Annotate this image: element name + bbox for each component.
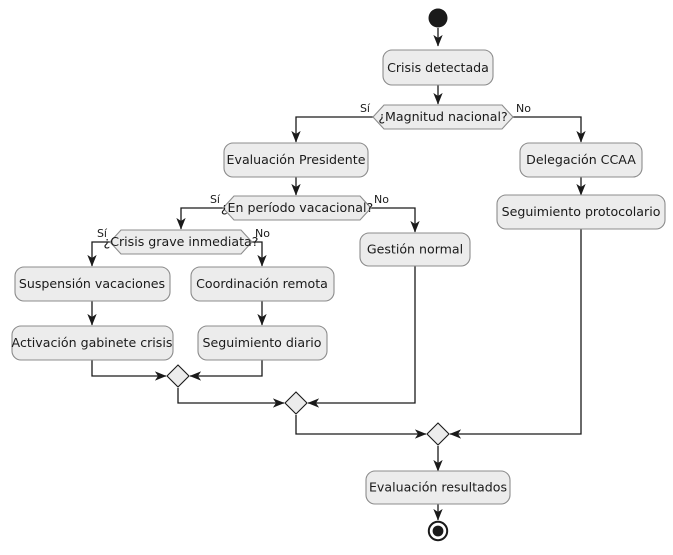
edge-magnitud-si-to-evaluacion: [291, 116, 373, 143]
merge-node-3: [426, 422, 450, 446]
merge-node-1: [166, 364, 190, 388]
action-crisis-detectada[interactable]: Crisis detectada: [382, 49, 494, 86]
edge-activacion-to-merge1: [91, 359, 167, 381]
action-label: Activación gabinete crisis: [12, 335, 173, 350]
action-label: Evaluación Presidente: [227, 152, 366, 167]
action-label: Seguimiento diario: [203, 335, 322, 350]
edge-label-grave-si: Sí: [97, 227, 108, 240]
action-delegacion-ccaa[interactable]: Delegación CCAA: [519, 142, 643, 178]
final-node: [427, 520, 449, 542]
action-coordinacion-remota[interactable]: Coordinación remota: [190, 266, 335, 302]
edge-label-vacacional-si: Sí: [210, 193, 221, 206]
action-seguimiento-protocolario[interactable]: Seguimiento protocolario: [496, 194, 666, 230]
edge-label-vacacional-no: No: [374, 193, 389, 206]
edge-label-grave-no: No: [255, 227, 270, 240]
action-seguimiento-diario[interactable]: Seguimiento diario: [197, 325, 328, 361]
action-evaluacion-presidente[interactable]: Evaluación Presidente: [223, 142, 369, 178]
action-label: Suspensión vacaciones: [19, 276, 165, 291]
edge-magnitud-no-to-delegacion: [513, 116, 586, 143]
initial-node: [428, 8, 448, 28]
action-label: Delegación CCAA: [526, 152, 636, 167]
edge-merge2-to-merge3: [295, 415, 427, 439]
decision-label: ¿En período vacacional?: [221, 200, 373, 215]
decision-label: ¿Crisis grave inmediata?: [104, 234, 259, 249]
decision-crisis-grave-inmediata[interactable]: ¿Crisis grave inmediata?: [104, 229, 259, 255]
action-label: Gestión normal: [367, 242, 463, 257]
action-gestion-normal[interactable]: Gestión normal: [359, 232, 471, 267]
edge-protocolario-to-merge3: [449, 212, 582, 439]
edge-gestion-to-merge2: [307, 265, 416, 408]
edge-vacacional-no-to-gestion: [371, 207, 420, 233]
decision-periodo-vacacional[interactable]: ¿En período vacacional?: [221, 195, 373, 221]
edge-grave-no-to-coordinacion: [252, 241, 267, 267]
edge-seguimiento-diario-to-merge1: [189, 359, 263, 381]
edge-vacacional-si-to-grave: [176, 207, 223, 230]
decision-label: ¿Magnitud nacional?: [378, 109, 507, 124]
edge-merge1-to-merge2: [177, 388, 285, 408]
action-label: Coordinación remota: [196, 276, 328, 291]
edge-label-magnitud-si: Sí: [360, 102, 371, 115]
edge-layer: [87, 28, 586, 521]
action-suspension-vacaciones[interactable]: Suspensión vacaciones: [14, 266, 171, 302]
edge-label-magnitud-no: No: [516, 102, 531, 115]
merge-node-2: [284, 391, 308, 415]
action-label: Evaluación resultados: [369, 480, 507, 495]
action-label: Crisis detectada: [387, 60, 489, 75]
action-label: Seguimiento protocolario: [502, 204, 661, 219]
edge-grave-si-to-suspension: [87, 241, 110, 267]
decision-magnitud-nacional[interactable]: ¿Magnitud nacional?: [372, 104, 514, 130]
action-activacion-gabinete-crisis[interactable]: Activación gabinete crisis: [11, 325, 174, 361]
action-evaluacion-resultados[interactable]: Evaluación resultados: [365, 470, 511, 505]
